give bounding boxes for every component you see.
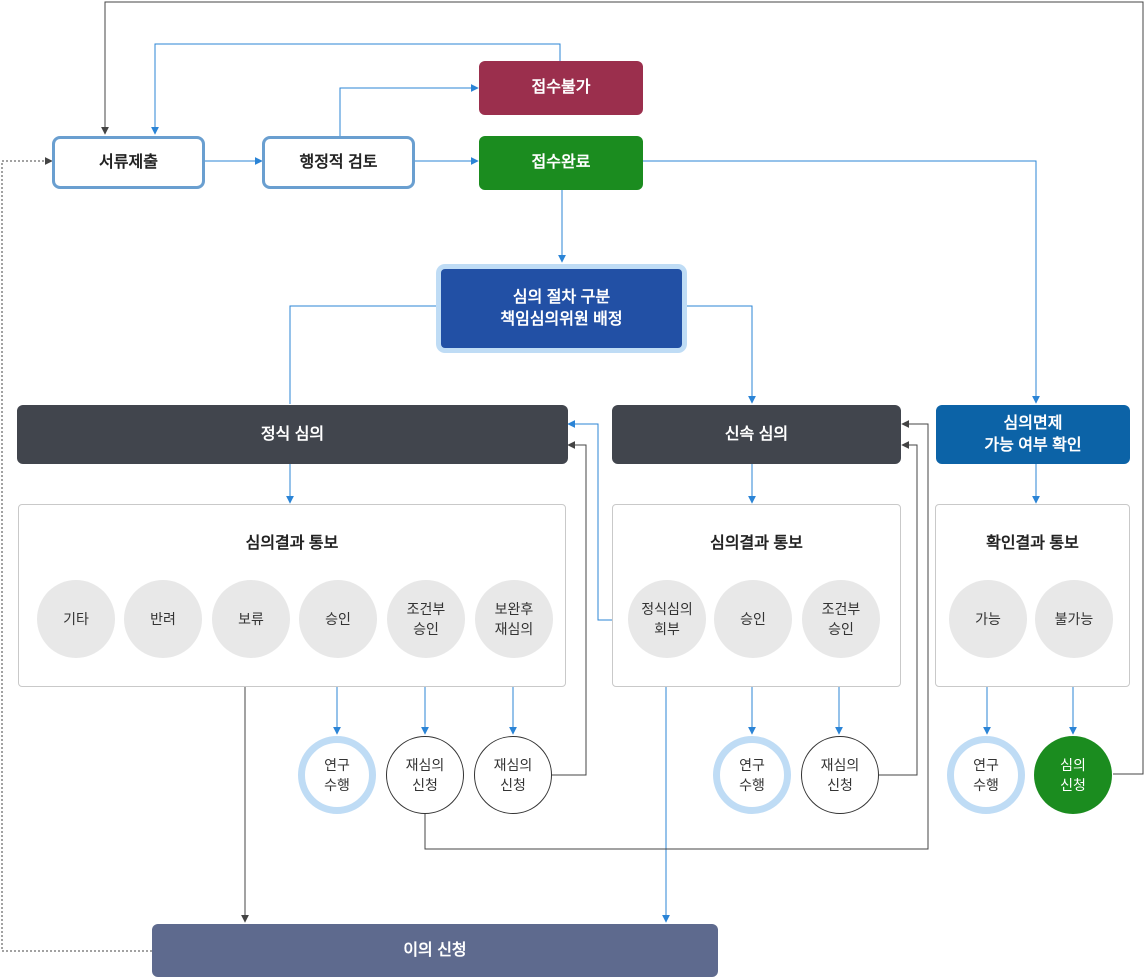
review-assignment-node: 심의 절차 구분 책임심의위원 배정	[441, 269, 682, 348]
outcome-rereview-formal-b: 재심의 신청	[474, 736, 552, 814]
rapid-result-title: 심의결과 통보	[710, 535, 803, 552]
result-chip-possible: 가능	[949, 580, 1027, 658]
result-chip-conditional: 조건부 승인	[387, 580, 465, 658]
outcome-research-exempt: 연구 수행	[947, 736, 1025, 814]
rapid-review-node: 신속 심의	[612, 405, 901, 464]
result-chip-revise-rereview: 보완후 재심의	[475, 580, 553, 658]
rejected-node: 접수불가	[479, 61, 643, 115]
result-chip-impossible: 불가능	[1035, 580, 1113, 658]
exempt-result-title: 확인결과 통보	[986, 535, 1079, 552]
result-chip-returned: 반려	[124, 580, 202, 658]
outcome-rereview-rapid: 재심의 신청	[801, 736, 879, 814]
outcome-rereview-formal-a: 재심의 신청	[386, 736, 464, 814]
objection-node: 이의 신청	[152, 924, 718, 977]
submit-documents-node: 서류제출	[52, 136, 205, 189]
formal-result-panel: 심의결과 통보 기타 반려 보류 승인 조건부 승인 보완후 재심의	[18, 504, 566, 687]
formal-result-title: 심의결과 통보	[245, 535, 339, 552]
outcome-research-formal: 연구 수행	[298, 736, 376, 814]
result-chip-conditional: 조건부 승인	[802, 580, 880, 658]
result-chip-approved: 승인	[714, 580, 792, 658]
formal-review-node: 정식 심의	[17, 405, 568, 464]
accepted-node: 접수완료	[479, 136, 643, 190]
outcome-apply-review: 심의 신청	[1034, 736, 1112, 814]
rapid-result-panel: 심의결과 통보 정식심의 회부 승인 조건부 승인	[612, 504, 901, 687]
exempt-result-panel: 확인결과 통보 가능 불가능	[935, 504, 1130, 687]
result-chip-pending: 보류	[212, 580, 290, 658]
result-chip-refer-formal: 정식심의 회부	[628, 580, 706, 658]
exemption-check-node: 심의면제 가능 여부 확인	[936, 405, 1130, 464]
administrative-review-node: 행정적 검토	[262, 136, 415, 189]
result-chip-approved: 승인	[299, 580, 377, 658]
result-chip-other: 기타	[37, 580, 115, 658]
outcome-research-rapid: 연구 수행	[713, 736, 791, 814]
